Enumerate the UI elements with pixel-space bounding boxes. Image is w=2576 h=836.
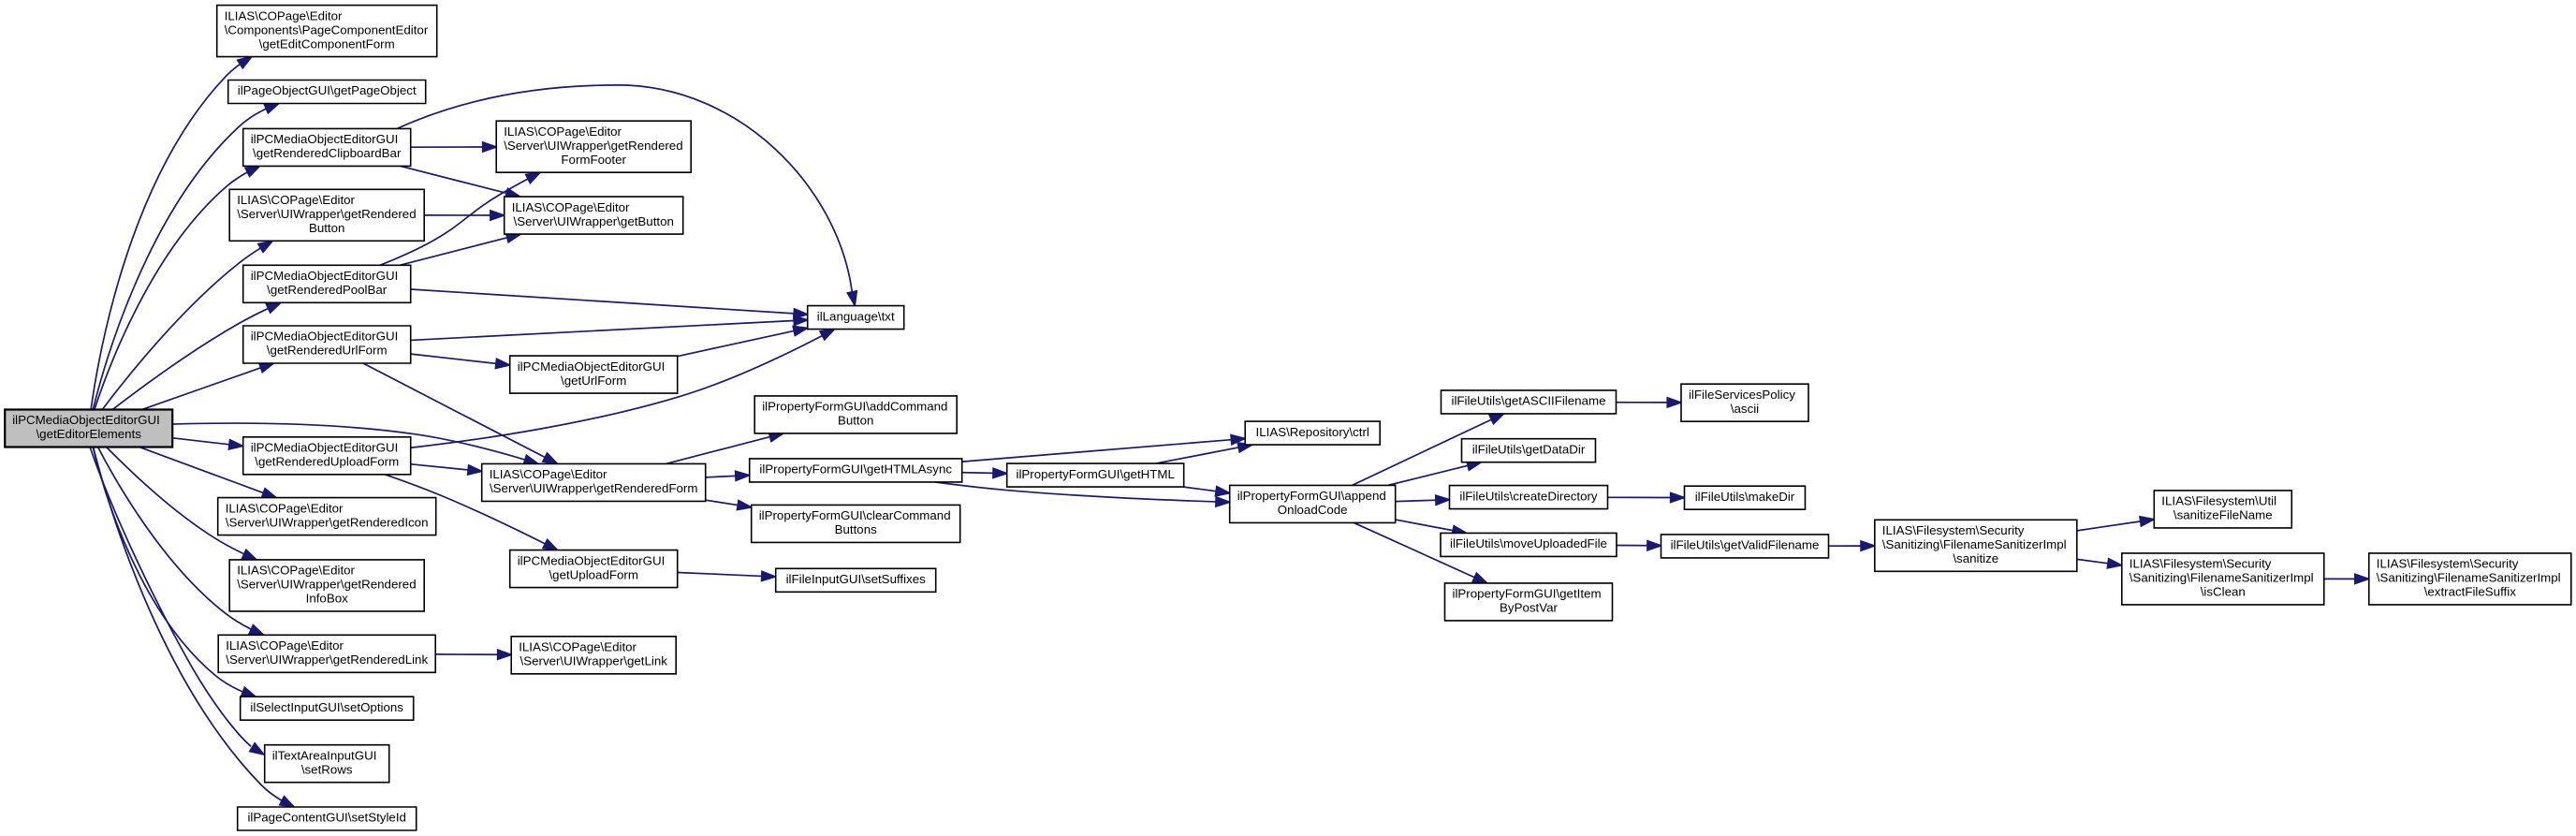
svg-text:\Server\UIWrapper\getRenderedF: \Server\UIWrapper\getRenderedForm [490,481,697,495]
svg-text:ILIAS\COPage\Editor: ILIAS\COPage\Editor [504,125,622,139]
svg-text:ILIAS\COPage\Editor: ILIAS\COPage\Editor [519,639,637,653]
svg-text:\Sanitizing\FilenameSanitizerI: \Sanitizing\FilenameSanitizerImpl [2377,571,2561,585]
svg-text:ilFileUtils\getASCIIFilename: ilFileUtils\getASCIIFilename [1452,394,1606,408]
svg-text:\Server\UIWrapper\getRendered: \Server\UIWrapper\getRendered [237,578,416,592]
svg-text:ILIAS\COPage\Editor: ILIAS\COPage\Editor [512,200,630,214]
svg-text:\getEditorElements: \getEditorElements [36,427,141,441]
svg-text:ilFileUtils\moveUploadedFile: ilFileUtils\moveUploadedFile [1450,536,1607,550]
svg-text:\extractFileSuffix: \extractFileSuffix [2424,585,2516,599]
svg-text:ILIAS\COPage\Editor: ILIAS\COPage\Editor [225,8,343,22]
svg-text:ilFileServicesPolicy: ilFileServicesPolicy [1689,388,1795,402]
svg-text:Button: Button [838,414,874,428]
svg-text:ilFileUtils\getValidFilename: ilFileUtils\getValidFilename [1671,538,1820,552]
svg-text:\Server\UIWrapper\getLink: \Server\UIWrapper\getLink [520,653,668,667]
svg-text:ilPCMediaObjectEditorGUI: ilPCMediaObjectEditorGUI [251,132,399,146]
svg-text:ILIAS\Filesystem\Security: ILIAS\Filesystem\Security [1882,523,2025,537]
svg-text:ByPostVar: ByPostVar [1500,601,1558,615]
svg-text:ilPropertyFormGUI\getHTMLAsync: ilPropertyFormGUI\getHTMLAsync [759,462,952,477]
svg-text:ilPCMediaObjectEditorGUI: ilPCMediaObjectEditorGUI [518,553,666,567]
svg-text:\getRenderedPoolBar: \getRenderedPoolBar [267,283,388,297]
svg-text:ilPCMediaObjectEditorGUI: ilPCMediaObjectEditorGUI [251,330,399,344]
svg-text:\Components\PageComponentEdito: \Components\PageComponentEditor [225,22,429,37]
svg-text:ILIAS\COPage\Editor: ILIAS\COPage\Editor [237,193,355,207]
svg-text:ilPropertyFormGUI\append: ilPropertyFormGUI\append [1237,489,1386,503]
svg-text:\getRenderedUploadForm: \getRenderedUploadForm [255,454,399,468]
svg-text:ilPCMediaObjectEditorGUI: ilPCMediaObjectEditorGUI [12,413,160,427]
svg-text:Buttons: Buttons [835,522,877,536]
svg-text:\Sanitizing\FilenameSanitizerI: \Sanitizing\FilenameSanitizerImpl [1882,537,2067,551]
svg-text:ilPCMediaObjectEditorGUI: ilPCMediaObjectEditorGUI [518,359,666,374]
svg-text:ilFileInputGUI\setSuffixes: ilFileInputGUI\setSuffixes [786,572,927,586]
svg-text:\getUrlForm: \getUrlForm [561,374,626,388]
svg-text:ilPageObjectGUI\getPageObject: ilPageObjectGUI\getPageObject [238,83,417,97]
svg-text:\getEditComponentForm: \getEditComponentForm [259,37,395,51]
svg-text:ilFileUtils\createDirectory: ilFileUtils\createDirectory [1459,489,1598,503]
svg-text:ILIAS\COPage\Editor: ILIAS\COPage\Editor [237,564,355,578]
svg-text:\Server\UIWrapper\getRendered: \Server\UIWrapper\getRendered [237,207,416,221]
svg-text:OnloadCode: OnloadCode [1278,503,1348,517]
svg-text:\Server\UIWrapper\getRenderedL: \Server\UIWrapper\getRenderedLink [226,653,428,667]
svg-text:ILIAS\COPage\Editor: ILIAS\COPage\Editor [490,467,607,481]
svg-text:\getUploadForm: \getUploadForm [549,567,637,581]
svg-text:Button: Button [309,221,345,235]
svg-text:ilPropertyFormGUI\getHTML: ilPropertyFormGUI\getHTML [1016,467,1174,481]
svg-text:ilFileUtils\getDataDir: ilFileUtils\getDataDir [1472,442,1586,456]
svg-text:ILIAS\Repository\ctrl: ILIAS\Repository\ctrl [1256,425,1369,439]
svg-text:\Server\UIWrapper\getRenderedI: \Server\UIWrapper\getRenderedIcon [226,515,429,529]
svg-text:ilTextAreaInputGUI: ilTextAreaInputGUI [272,748,377,762]
svg-text:ILIAS\Filesystem\Security: ILIAS\Filesystem\Security [2130,557,2272,571]
svg-text:InfoBox: InfoBox [306,592,348,606]
svg-text:ilPropertyFormGUI\getItem: ilPropertyFormGUI\getItem [1452,587,1601,601]
svg-text:\sanitizeFileName: \sanitizeFileName [2174,508,2273,522]
svg-text:ilPageContentGUI\setStyleId: ilPageContentGUI\setStyleId [247,811,405,825]
svg-text:\sanitize: \sanitize [1953,551,1998,565]
svg-text:ilFileUtils\makeDir: ilFileUtils\makeDir [1695,490,1795,504]
svg-text:ILIAS\COPage\Editor: ILIAS\COPage\Editor [226,638,344,653]
svg-text:\getRenderedUrlForm: \getRenderedUrlForm [267,344,388,358]
svg-text:\isClean: \isClean [2201,585,2246,599]
svg-text:ILIAS\COPage\Editor: ILIAS\COPage\Editor [226,501,344,515]
svg-text:ilPropertyFormGUI\clearCommand: ilPropertyFormGUI\clearCommand [759,508,951,522]
svg-text:FormFooter: FormFooter [561,153,626,167]
svg-text:ilPropertyFormGUI\addCommand: ilPropertyFormGUI\addCommand [762,400,947,414]
svg-text:\setRows: \setRows [301,762,353,776]
svg-text:\Server\UIWrapper\getButton: \Server\UIWrapper\getButton [513,214,673,228]
svg-text:ilLanguage\txt: ilLanguage\txt [817,309,895,323]
svg-text:ilPCMediaObjectEditorGUI: ilPCMediaObjectEditorGUI [251,440,399,454]
svg-text:\ascii: \ascii [1731,402,1759,416]
svg-text:ilSelectInputGUI\setOptions: ilSelectInputGUI\setOptions [250,700,403,714]
svg-text:ilPCMediaObjectEditorGUI: ilPCMediaObjectEditorGUI [251,269,399,283]
svg-text:ILIAS\Filesystem\Security: ILIAS\Filesystem\Security [2377,557,2519,571]
svg-text:\Sanitizing\FilenameSanitizerI: \Sanitizing\FilenameSanitizerImpl [2130,571,2314,585]
svg-text:\getRenderedClipboardBar: \getRenderedClipboardBar [253,146,402,160]
svg-text:ILIAS\Filesystem\Util: ILIAS\Filesystem\Util [2161,494,2276,508]
svg-text:\Server\UIWrapper\getRendered: \Server\UIWrapper\getRendered [504,139,682,153]
